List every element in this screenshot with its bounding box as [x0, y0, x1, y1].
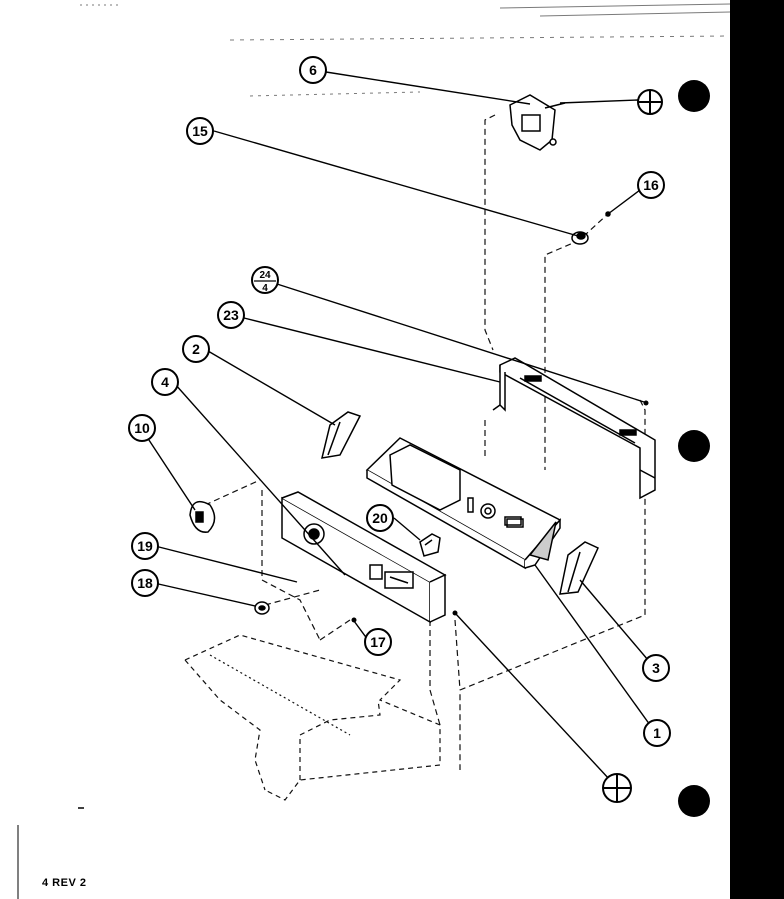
part-10-knob [189, 500, 216, 533]
punch-hole-bottom [678, 785, 710, 817]
callout-15: 15 [186, 117, 214, 145]
svg-text:6: 6 [309, 62, 317, 78]
callout-18: 18 [131, 569, 159, 597]
callout-10: 10 [128, 414, 156, 442]
part-20-clip [419, 533, 441, 557]
assembly-lines [204, 114, 646, 770]
part-23-bracket [492, 357, 656, 500]
part-1-console [365, 437, 562, 570]
svg-text:4: 4 [262, 283, 268, 294]
svg-text:16: 16 [643, 177, 659, 193]
leader-lines [142, 71, 651, 781]
scan-noise [80, 3, 731, 97]
crosshair-marker-bottom [602, 773, 632, 803]
callout-1: 1 [643, 719, 671, 747]
punch-hole-top [678, 80, 710, 112]
callout-3: 3 [642, 654, 670, 682]
callout-2: 2 [182, 335, 210, 363]
callout-20: 20 [366, 504, 394, 532]
svg-text:20: 20 [372, 510, 388, 526]
part-15-knob [571, 231, 589, 245]
svg-text:4: 4 [161, 374, 169, 390]
crosshair-marker-top [637, 89, 663, 115]
svg-text:3: 3 [652, 660, 660, 676]
callout-23: 23 [217, 301, 245, 329]
callout-24: 24 4 [251, 266, 279, 294]
callout-16: 16 [637, 171, 665, 199]
svg-text:2: 2 [192, 341, 200, 357]
part-6-switch [509, 94, 566, 151]
callout-17: 17 [364, 628, 392, 656]
part-3-end-cap [559, 541, 599, 595]
svg-text:1: 1 [653, 725, 661, 741]
base-outline [184, 634, 441, 801]
part-17-screw [351, 617, 357, 623]
punch-hole-middle [678, 430, 710, 462]
page-reference: 4 REV 2 [42, 877, 87, 889]
part-18-bushing [254, 601, 270, 615]
svg-text:17: 17 [370, 634, 386, 650]
callout-6: 6 [299, 56, 327, 84]
part-24-screw [643, 400, 649, 406]
svg-text:15: 15 [192, 123, 208, 139]
svg-text:10: 10 [134, 420, 150, 436]
part-2-end-cap [321, 411, 362, 459]
callout-4: 4 [151, 368, 179, 396]
svg-text:23: 23 [223, 307, 239, 323]
callout-19: 19 [131, 532, 159, 560]
svg-text:24: 24 [259, 270, 271, 281]
svg-text:18: 18 [137, 575, 153, 591]
right-margin-band [730, 0, 784, 899]
part-4-front-panel [281, 491, 447, 624]
svg-text:19: 19 [137, 538, 153, 554]
